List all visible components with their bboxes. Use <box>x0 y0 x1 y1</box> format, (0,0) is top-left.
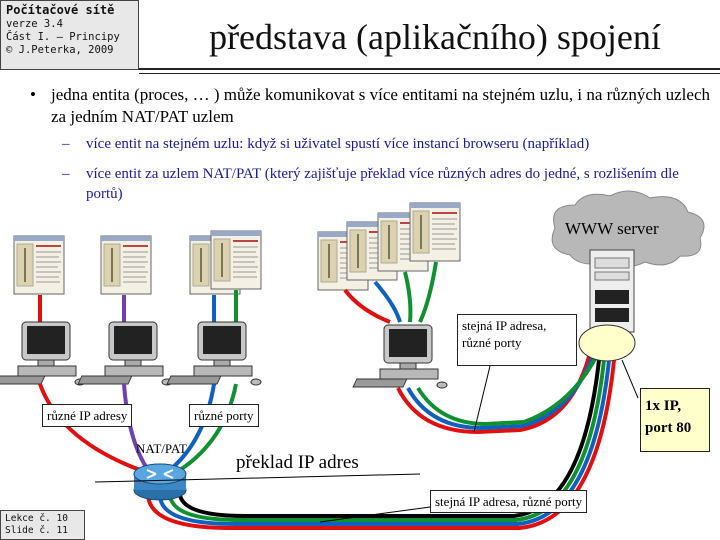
label-different-ip: různé IP adresy <box>42 404 132 427</box>
pc-icon <box>0 322 85 385</box>
browser-window <box>101 236 151 294</box>
ip-port-line-1: 1x IP, <box>645 395 705 417</box>
label-different-ports: různé porty <box>189 404 259 427</box>
slide-number: Slide č. 11 <box>5 525 80 537</box>
label-bottom-same-ip: stejná IP adresa, různé porty <box>430 490 587 513</box>
translation-label: překlad IP adres <box>236 452 359 474</box>
pc-icon <box>167 322 261 385</box>
slide-info-box: Lekce č. 10 Slide č. 11 <box>0 510 85 540</box>
browser-window <box>410 203 460 261</box>
browser-window <box>14 236 64 294</box>
port-ellipse <box>579 325 635 361</box>
www-server-label: WWW server <box>565 219 659 239</box>
nat-label: NAT/PAT <box>136 441 187 457</box>
lesson-number: Lekce č. 10 <box>5 513 80 525</box>
ip-port-box: 1x IP, port 80 <box>640 388 710 452</box>
browser-window <box>211 231 261 289</box>
label-same-ip-diff-ports: stejná IP adresa, různé porty <box>457 314 577 366</box>
pc-icon <box>78 322 172 385</box>
ip-port-line-2: port 80 <box>645 417 705 439</box>
pc-icon <box>353 325 447 388</box>
